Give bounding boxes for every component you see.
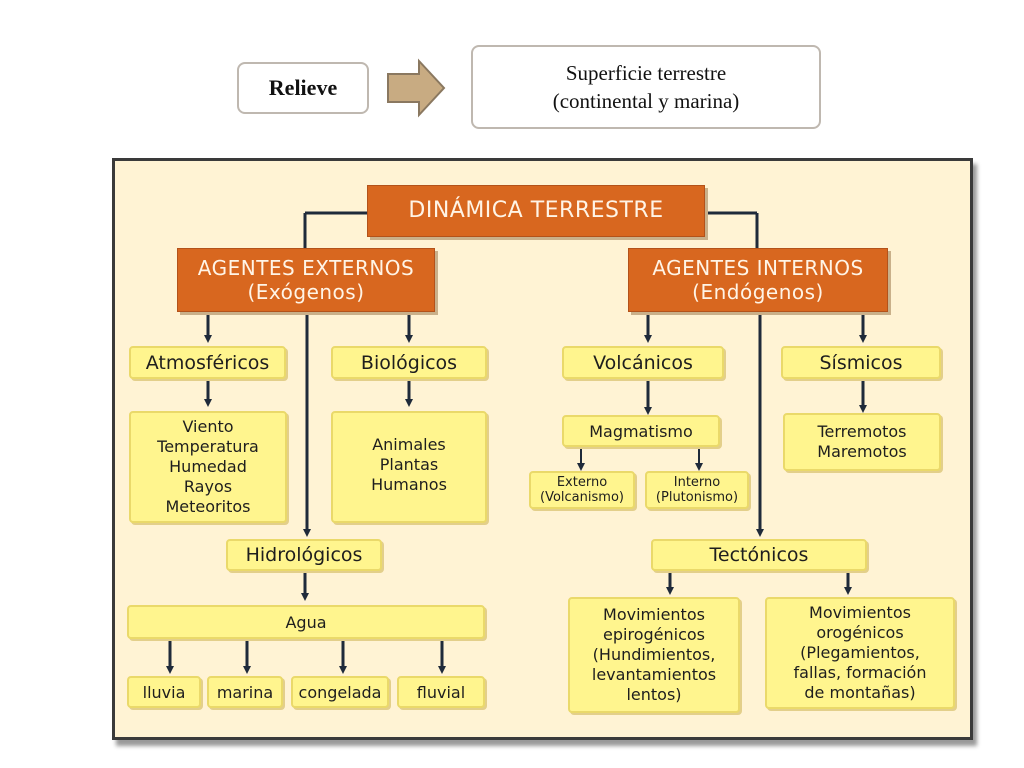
list-item: Rayos: [183, 477, 233, 496]
tectonicos-box: Tectónicos: [651, 539, 867, 571]
list-item: (Hundimientos,: [592, 645, 716, 664]
list-item: de montañas): [804, 683, 916, 702]
biologicos-list: Animales Plantas Humanos: [331, 411, 487, 523]
connector-lines: [166, 211, 867, 674]
atmosfericos-box: Atmosféricos: [129, 346, 286, 379]
right-arrow-icon: [387, 58, 446, 118]
diagram-panel: DINÁMICA TERRESTRE AGENTES EXTERNOS (Exó…: [112, 158, 973, 740]
agua-label: Agua: [285, 612, 327, 632]
magmatismo-box: Magmatismo: [562, 415, 720, 447]
volcanicos-box: Volcánicos: [562, 346, 724, 379]
root-dinamica-terrestre: DINÁMICA TERRESTRE: [367, 185, 705, 237]
agua-box: Agua: [127, 605, 485, 639]
list-item: Animales: [372, 435, 446, 454]
list-item: Movimientos: [809, 603, 911, 622]
internos-subtitle: (Endógenos): [692, 280, 824, 304]
root-label: DINÁMICA TERRESTRE: [408, 198, 664, 223]
atmosfericos-label: Atmosféricos: [145, 351, 270, 374]
fluvial-box: fluvial: [397, 676, 485, 708]
externo-line-1: Externo: [556, 475, 608, 490]
sismicos-list: Terremotos Maremotos: [783, 413, 941, 471]
list-item: Humedad: [169, 457, 247, 476]
list-item: fallas, formación: [793, 663, 927, 682]
list-item: Temperatura: [157, 437, 259, 456]
hidrologicos-label: Hidrológicos: [245, 544, 363, 566]
volcanicos-label: Volcánicos: [593, 351, 693, 374]
list-item: Movimientos: [603, 605, 705, 624]
list-item: Viento: [182, 417, 234, 436]
interno-line-1: Interno: [673, 475, 721, 490]
epirogenicos-box: Movimientos epirogénicos (Hundimientos, …: [568, 597, 740, 713]
internos-title: AGENTES INTERNOS: [652, 256, 864, 280]
marina-box: marina: [207, 676, 283, 708]
externo-line-2: (Volcanismo): [540, 490, 624, 505]
agentes-internos-box: AGENTES INTERNOS (Endógenos): [628, 248, 888, 312]
list-item: (Plegamientos,: [800, 643, 920, 662]
biologicos-box: Biológicos: [331, 346, 487, 379]
list-item: orogénicos: [816, 623, 904, 642]
list-item: Meteoritos: [165, 497, 251, 516]
externo-box: Externo (Volcanismo): [529, 471, 635, 509]
externos-title: AGENTES EXTERNOS: [197, 256, 415, 280]
list-item: Humanos: [371, 475, 447, 494]
list-item: Terremotos: [817, 422, 907, 441]
lluvia-box: lluvia: [127, 676, 201, 708]
interno-line-2: (Plutonismo): [655, 490, 739, 505]
marina-label: marina: [216, 682, 274, 702]
congelada-label: congelada: [298, 682, 382, 702]
orogenicos-box: Movimientos orogénicos (Plegamientos, fa…: [765, 597, 955, 709]
tectonicos-label: Tectónicos: [709, 544, 809, 566]
list-item: epirogénicos: [603, 625, 705, 644]
superficie-line-1: Superficie terrestre: [565, 61, 727, 85]
list-item: Maremotos: [817, 442, 907, 461]
list-item: lentos): [626, 685, 682, 704]
sismicos-label: Sísmicos: [819, 351, 903, 374]
lluvia-label: lluvia: [142, 682, 186, 702]
interno-box: Interno (Plutonismo): [645, 471, 749, 509]
atmosfericos-list: Viento Temperatura Humedad Rayos Meteori…: [129, 411, 287, 523]
superficie-box: Superficie terrestre (continental y mari…: [471, 45, 821, 129]
sismicos-box: Sísmicos: [781, 346, 941, 379]
biologicos-label: Biológicos: [360, 351, 458, 374]
agentes-externos-box: AGENTES EXTERNOS (Exógenos): [177, 248, 435, 312]
externos-subtitle: (Exógenos): [247, 280, 365, 304]
magmatismo-label: Magmatismo: [589, 421, 693, 441]
congelada-box: congelada: [291, 676, 389, 708]
fluvial-label: fluvial: [416, 682, 466, 702]
hidrologicos-box: Hidrológicos: [226, 539, 382, 571]
relieve-box: Relieve: [237, 62, 369, 114]
superficie-line-2: (continental y marina): [552, 89, 740, 113]
list-item: Plantas: [379, 455, 439, 474]
list-item: levantamientos: [591, 665, 717, 684]
